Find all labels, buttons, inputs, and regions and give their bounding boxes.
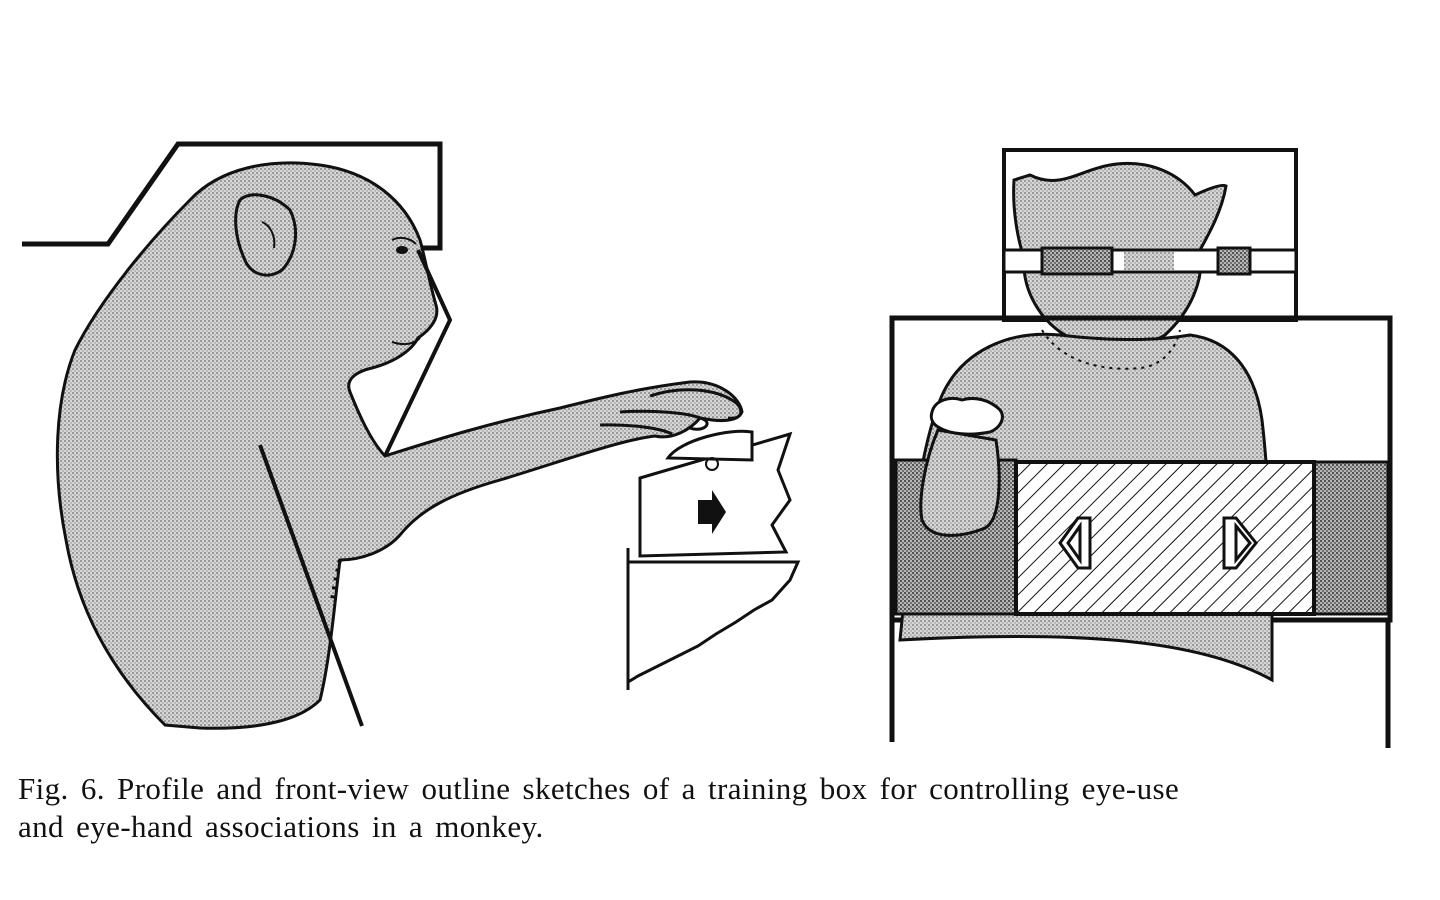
profile-ear: [234, 193, 297, 277]
profile-panel-left: [258, 444, 364, 727]
arrow-right-icon: [698, 490, 726, 534]
diamond-arrow-left-icon: [1058, 516, 1092, 570]
front-monkey-fist: [929, 396, 1004, 436]
front-right-panel: [1312, 460, 1390, 616]
diamond-arrow-right-icon: [1222, 516, 1258, 570]
profile-panel-right: [383, 249, 453, 457]
front-center-panel: [1014, 460, 1316, 616]
front-monkey-arm: [919, 428, 1001, 537]
figure-illustration: [22, 141, 1393, 748]
profile-eye: [396, 246, 408, 254]
front-sketch: [889, 148, 1393, 748]
profile-tray: [626, 560, 801, 685]
caption-line-1: Fig. 6. Profile and front-view outline s…: [18, 771, 1180, 806]
caption-line-2: and eye-hand associations in a monkey.: [18, 809, 544, 844]
profile-box-frame: [22, 141, 443, 251]
profile-hand: [599, 388, 743, 436]
profile-sketch: [22, 141, 801, 730]
profile-stimulus-card: [638, 429, 793, 558]
figure-caption: Fig. 6. Profile and front-view outline s…: [18, 770, 1398, 846]
